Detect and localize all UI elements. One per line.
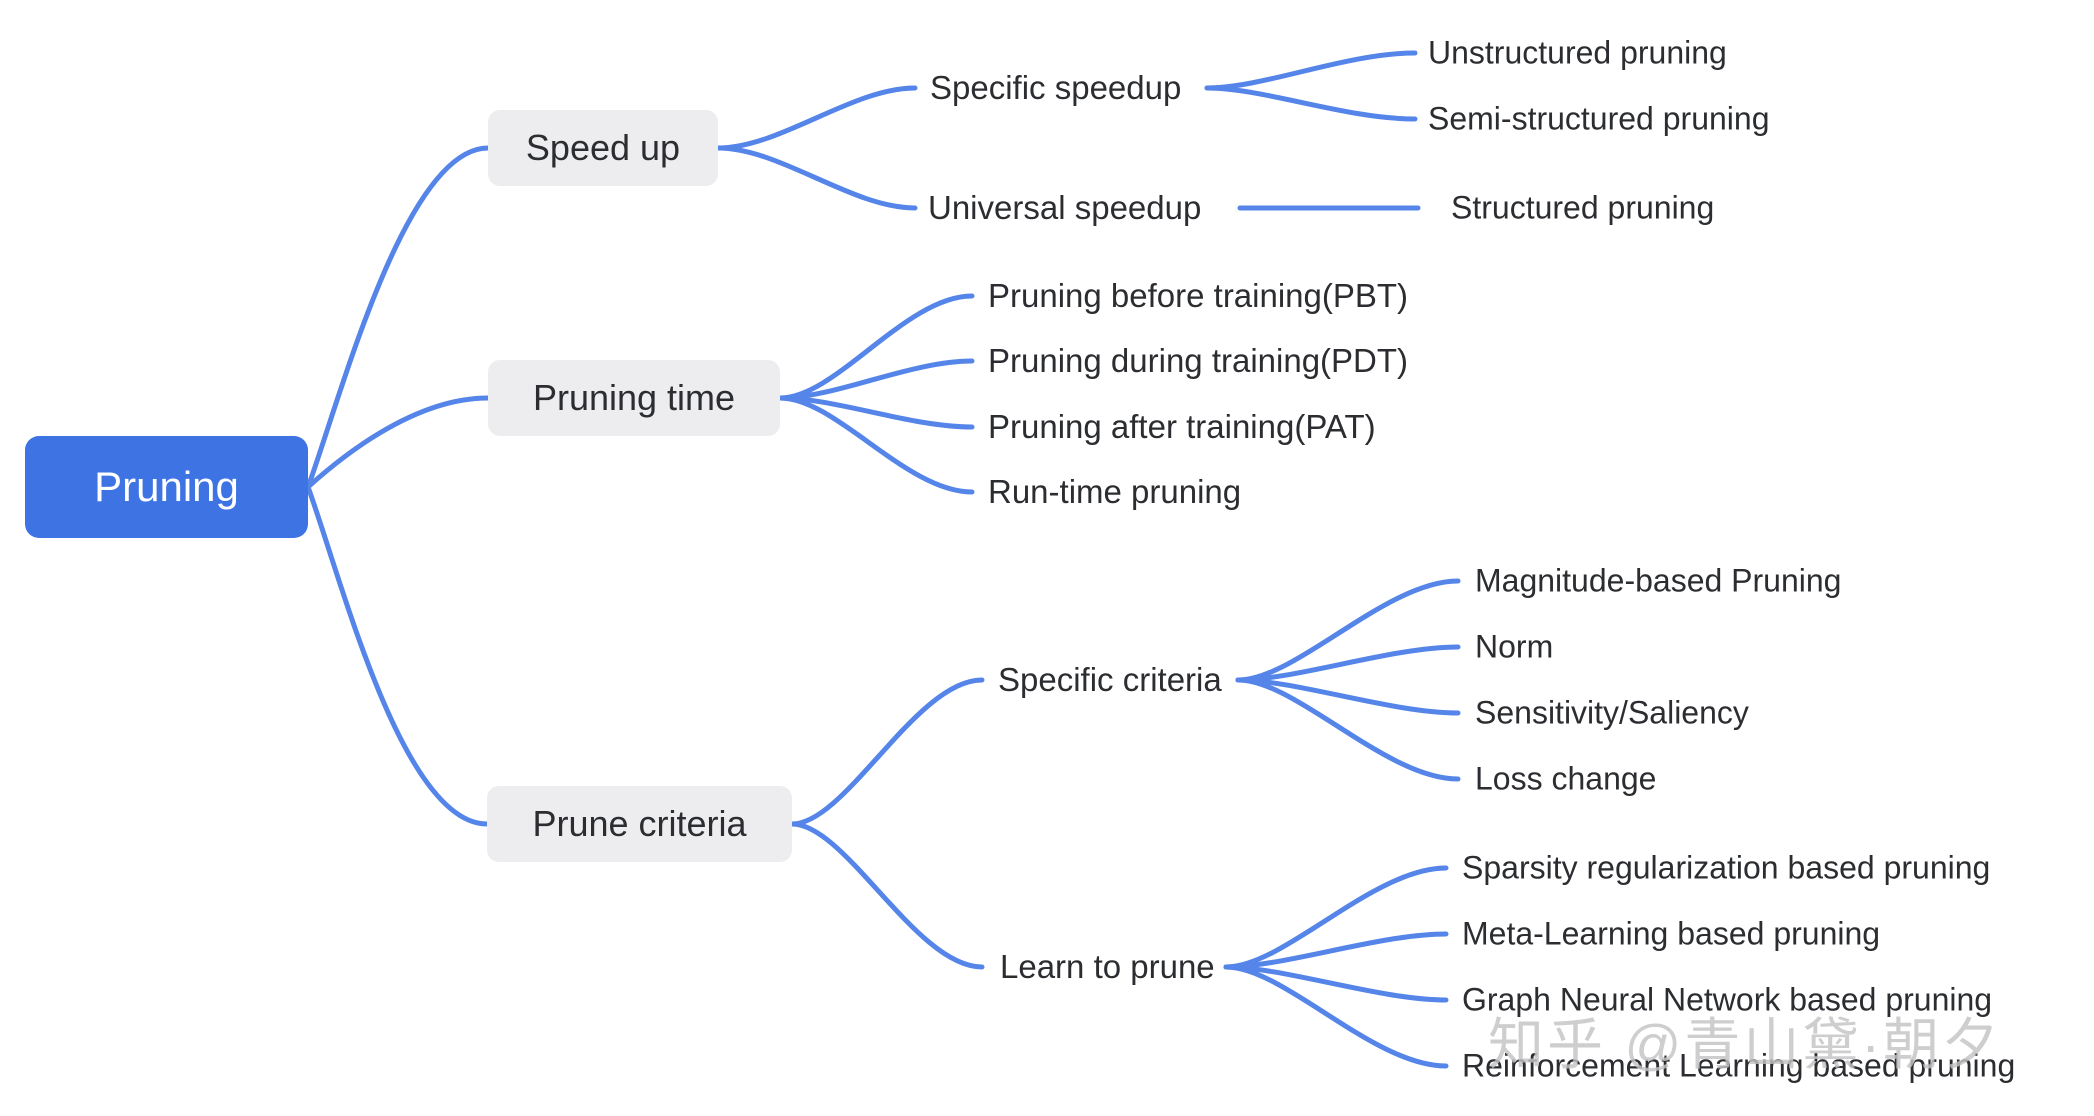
- connector-learntoprune-rl: [1223, 964, 1449, 1069]
- branch-node-prune-criteria[interactable]: Prune criteria: [487, 786, 792, 862]
- connector-root-prunecriteria: [305, 484, 490, 827]
- branch-node-pruning-time[interactable]: Pruning time: [488, 360, 780, 436]
- node-label-pruning-during-training[interactable]: Pruning during training(PDT): [988, 342, 1409, 379]
- connector-specificspeedup-unstructured: [1204, 50, 1418, 91]
- node-label-meta-learning-pruning[interactable]: Meta-Learning based pruning: [1462, 915, 1881, 952]
- root-node-pruning[interactable]: Pruning: [25, 436, 308, 538]
- node-label-universal-speedup[interactable]: Universal speedup: [928, 189, 1202, 226]
- connector-specificcriteria-losschange: [1235, 677, 1461, 782]
- connector-speedup-specificspeedup: [715, 85, 918, 151]
- node-label-learn-to-prune[interactable]: Learn to prune: [1000, 948, 1215, 985]
- branch-node-label: Prune criteria: [532, 803, 747, 844]
- connector-pruningtime-pat: [777, 395, 975, 430]
- connector-learntoprune-gnn: [1223, 964, 1449, 1003]
- connector-specificcriteria-norm: [1235, 644, 1461, 683]
- connector-root-pruningtime: [305, 395, 491, 490]
- node-label-unstructured-pruning[interactable]: Unstructured pruning: [1428, 34, 1727, 71]
- connector-speedup-universalspeedup: [715, 145, 918, 211]
- node-label-pruning-before-training[interactable]: Pruning before training(PBT): [988, 277, 1409, 314]
- node-label-norm[interactable]: Norm: [1475, 628, 1554, 665]
- connector-prunecriteria-learntoprune: [789, 821, 985, 970]
- connector-pruningtime-runtime: [777, 395, 975, 495]
- connector-learntoprune-sparsity: [1223, 865, 1449, 970]
- node-label-specific-criteria[interactable]: Specific criteria: [998, 661, 1222, 698]
- node-label-specific-speedup[interactable]: Specific speedup: [930, 69, 1182, 106]
- node-label-loss-change[interactable]: Loss change: [1475, 760, 1657, 797]
- node-label-sensitivity-saliency[interactable]: Sensitivity/Saliency: [1475, 694, 1749, 731]
- connector-root-speedup: [305, 145, 491, 490]
- node-label-run-time-pruning[interactable]: Run-time pruning: [988, 473, 1242, 510]
- connector-pruningtime-pbt: [777, 293, 975, 401]
- branch-node-label: Speed up: [525, 127, 681, 168]
- root-node-label: Pruning: [94, 463, 239, 510]
- node-label-sparsity-regularization-pruning[interactable]: Sparsity regularization based pruning: [1462, 849, 1991, 886]
- node-label-semi-structured-pruning[interactable]: Semi-structured pruning: [1428, 100, 1770, 137]
- connector-specificspeedup-semistructured: [1204, 85, 1418, 122]
- node-label-reinforcement-learning-pruning[interactable]: Reinforcement Learning based pruning: [1462, 1047, 2016, 1084]
- node-label-graph-neural-network-pruning[interactable]: Graph Neural Network based pruning: [1462, 981, 1993, 1018]
- node-label-pruning-after-training[interactable]: Pruning after training(PAT): [988, 408, 1376, 445]
- node-label-magnitude-based-pruning[interactable]: Magnitude-based Pruning: [1475, 562, 1842, 599]
- connector-specificcriteria-magnitude: [1235, 578, 1461, 683]
- connector-prunecriteria-specificcriteria: [789, 677, 985, 827]
- connector-pruningtime-pdt: [777, 358, 975, 401]
- connector-specificcriteria-sensitivity: [1235, 677, 1461, 716]
- branch-node-speed-up[interactable]: Speed up: [488, 110, 718, 186]
- branch-node-label: Pruning time: [532, 377, 736, 418]
- node-label-structured-pruning[interactable]: Structured pruning: [1451, 189, 1715, 226]
- connector-learntoprune-meta: [1223, 931, 1449, 970]
